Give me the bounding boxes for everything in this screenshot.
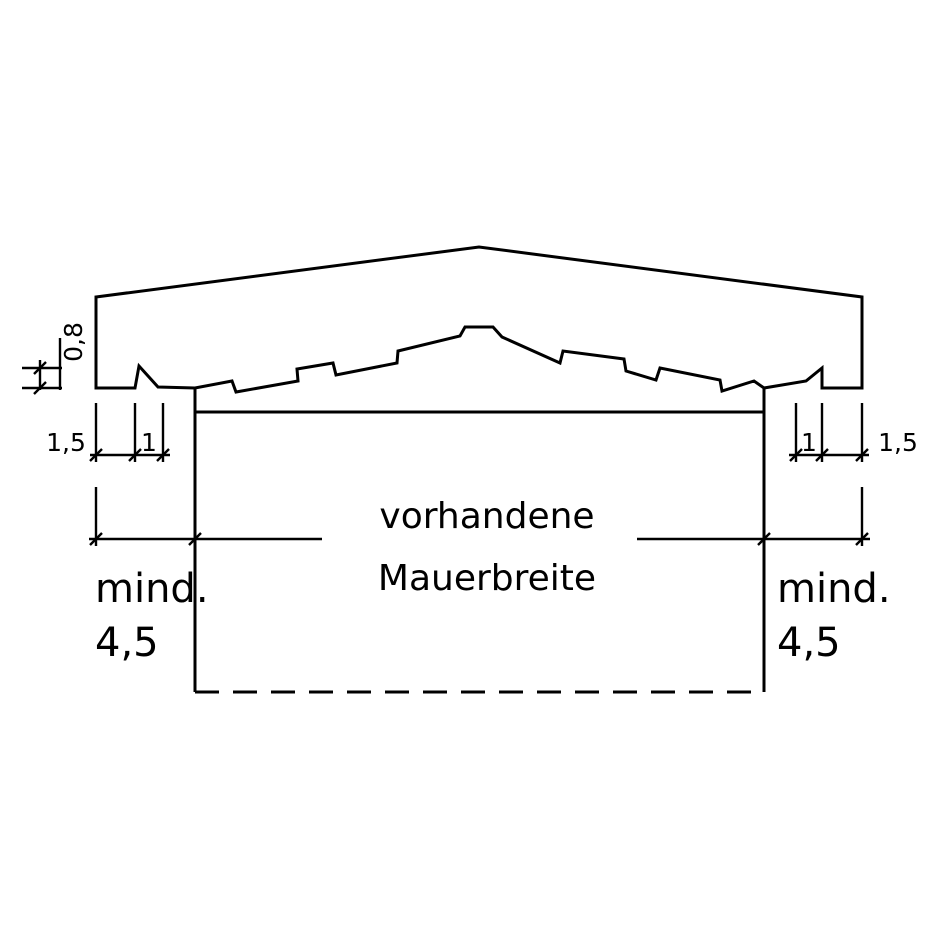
- left-offset-label: 1,5: [46, 428, 86, 457]
- left-inner-offset-label: 1: [141, 428, 157, 457]
- height-label: 0,8: [59, 322, 88, 362]
- right-small-dimension: [789, 403, 869, 462]
- left-min-label: mind.: [95, 566, 209, 612]
- right-offset-label: 1,5: [878, 428, 918, 457]
- left-min-value: 4,5: [95, 620, 159, 666]
- right-min-label: mind.: [777, 566, 891, 612]
- coping-outline: [94, 245, 864, 394]
- right-min-value: 4,5: [777, 620, 841, 666]
- wall-width-dimension: [89, 487, 870, 546]
- height-dimension: [22, 338, 62, 395]
- right-inner-offset-label: 1: [801, 428, 817, 457]
- left-small-dimension: [89, 403, 170, 462]
- wall-width-label-line2: Mauerbreite: [378, 558, 596, 599]
- wall-width-label-line1: vorhandene: [379, 496, 594, 537]
